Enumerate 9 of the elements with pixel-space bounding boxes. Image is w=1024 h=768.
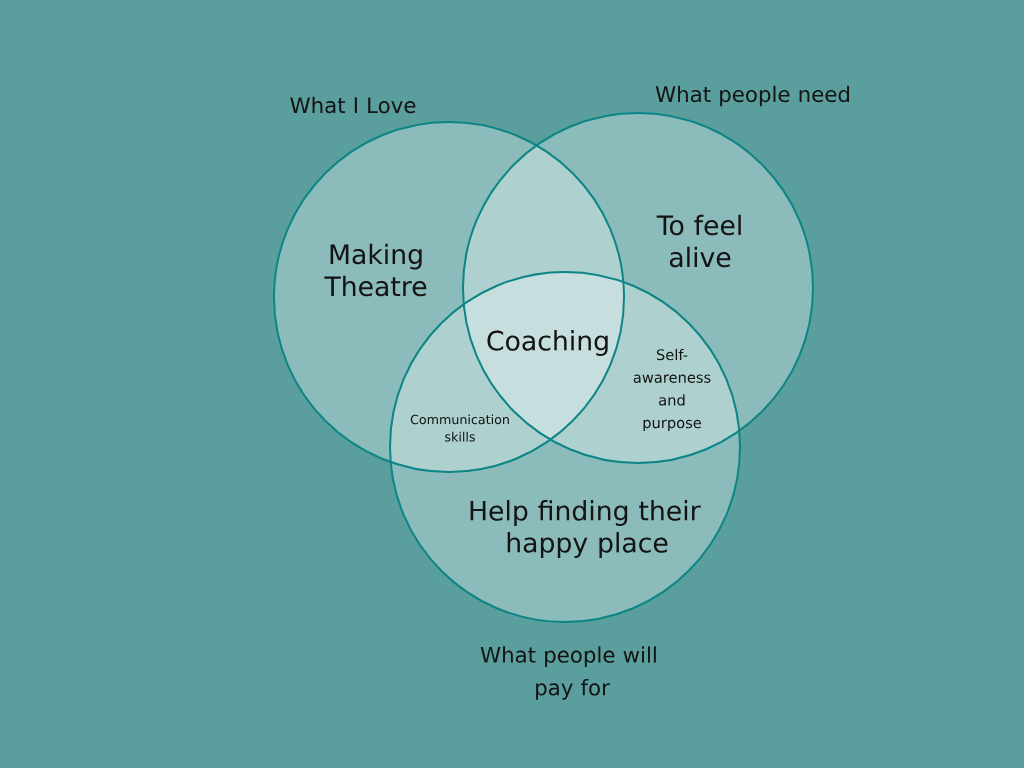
circle-title: What people need bbox=[655, 85, 849, 107]
overlap-label: Communication skills bbox=[410, 414, 509, 442]
overlap-label: Self-awareness and purpose bbox=[633, 348, 711, 432]
circle-label: Help finding their happy place bbox=[470, 500, 701, 558]
overlap-label: Coaching bbox=[487, 330, 608, 356]
circle-label: To feel alive bbox=[656, 214, 741, 268]
circle-title: What people will pay for bbox=[480, 646, 656, 700]
circle-title: What I Love bbox=[290, 96, 416, 114]
circle-label: Making Theatre bbox=[324, 243, 427, 297]
